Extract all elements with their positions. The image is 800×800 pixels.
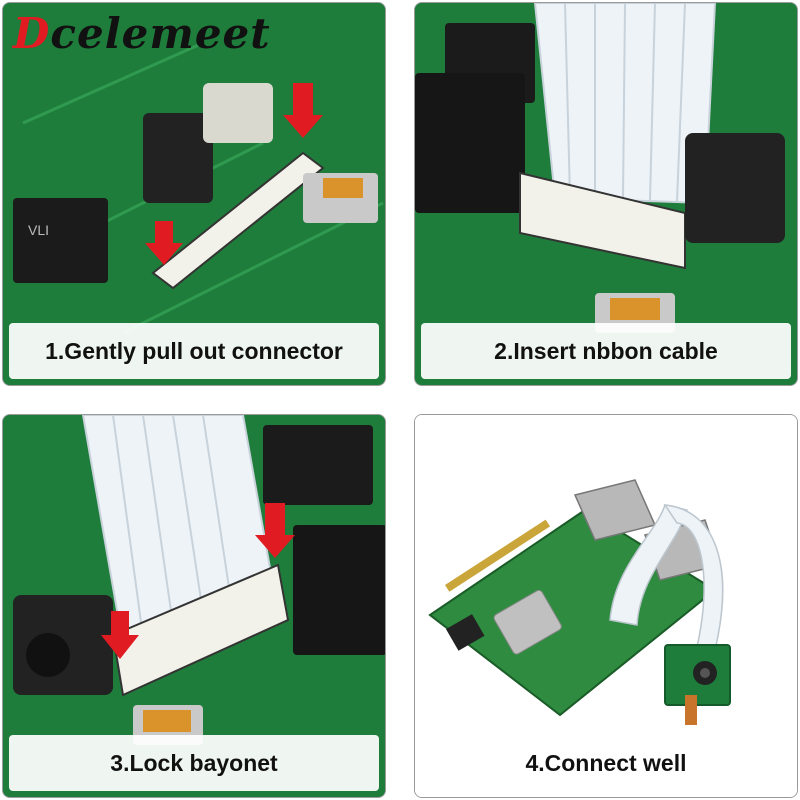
step-4-panel: 4.Connect well — [414, 414, 798, 798]
red-arrow — [283, 83, 323, 138]
ribbon-cable — [609, 504, 688, 626]
step-2-panel: 2.Insert nbbon cable — [414, 2, 798, 386]
step-caption: 3.Lock bayonet — [9, 735, 379, 791]
svg-text:VLI: VLI — [28, 222, 49, 238]
red-arrow — [101, 611, 139, 659]
step-3-photo — [3, 415, 385, 797]
chip — [415, 73, 525, 213]
chip — [13, 198, 108, 283]
step-caption: 1.Gently pull out connector — [9, 323, 379, 379]
audio-jack — [685, 133, 785, 243]
step-caption: 2.Insert nbbon cable — [421, 323, 791, 379]
chip — [263, 425, 373, 505]
step-caption: 4.Connect well — [421, 735, 791, 791]
step-4-photo — [415, 415, 797, 797]
csi-connector — [151, 151, 325, 290]
brand-logo: Dcelemeet — [13, 9, 271, 58]
red-arrow — [255, 503, 295, 558]
step-1-panel: VLI Dcelemeet 1.Gently pull out connecto… — [2, 2, 386, 386]
step-2-photo — [415, 3, 797, 385]
csi-connector — [111, 563, 290, 697]
step-1-photo: VLI — [3, 3, 385, 385]
audio-jack — [143, 113, 213, 203]
soc-chip — [493, 589, 562, 655]
red-arrow — [145, 221, 183, 265]
step-3-panel: 3.Lock bayonet — [2, 414, 386, 798]
chip — [293, 525, 385, 655]
csi-connector — [519, 171, 686, 270]
